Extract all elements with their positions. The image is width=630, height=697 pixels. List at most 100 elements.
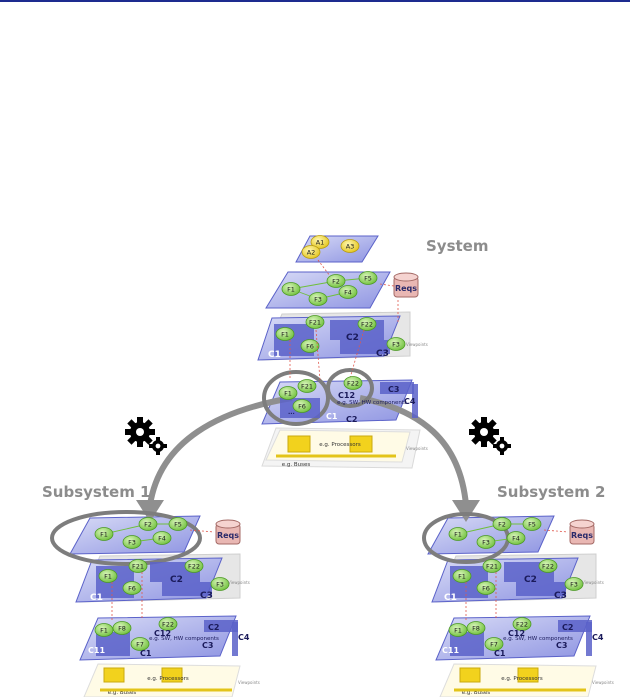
bus-caption: e.g. Buses	[108, 690, 137, 696]
component-label: C12	[338, 391, 355, 400]
function-node	[492, 517, 512, 531]
function-node	[168, 517, 188, 531]
function-node-label: F8	[472, 625, 480, 633]
function-node-label: F7	[490, 641, 498, 649]
processor-box	[161, 667, 183, 683]
processor-box	[349, 435, 373, 453]
component-label: C3	[556, 641, 567, 650]
viewpoint-label: Viewpoints	[582, 580, 604, 585]
function-node-label: F5	[174, 521, 182, 529]
component-label: C1	[140, 649, 152, 658]
function-node-label: F1	[454, 531, 462, 539]
function-node-label: F3	[128, 539, 136, 547]
component-label: C4	[238, 633, 250, 642]
function-node-label: F3	[216, 581, 224, 589]
bus-caption: e.g. Buses	[282, 462, 311, 468]
component-block	[558, 620, 592, 632]
function-node-label: F3	[570, 581, 578, 589]
function-node	[122, 535, 142, 549]
reqs-label: Reqs	[217, 531, 239, 540]
system-label: System	[426, 237, 489, 255]
function-node-label: F1	[287, 286, 295, 294]
selection-ellipse	[326, 368, 374, 408]
function-node-label: F2	[144, 521, 152, 529]
arrow-head-left	[136, 500, 164, 522]
function-node-label: F22	[361, 321, 373, 329]
function-node	[476, 535, 496, 549]
component-label: C11	[442, 646, 459, 655]
function-node	[281, 282, 301, 296]
function-node	[98, 569, 118, 583]
function-node-label: F5	[364, 275, 372, 283]
component-label: C12	[154, 629, 171, 638]
function-node-label: F21	[301, 383, 313, 391]
function-node	[184, 559, 204, 573]
function-node	[482, 559, 502, 573]
component-label: C2	[170, 575, 183, 585]
sw-caption: e.g. SW, HW components	[149, 636, 219, 642]
function-node	[522, 517, 542, 531]
component-label: C2	[524, 575, 537, 585]
viewpoint-label: Viewpoints	[592, 680, 614, 685]
component-label: C2	[208, 623, 219, 632]
reqs-label: Reqs	[571, 531, 593, 540]
reqs-database-top	[393, 272, 419, 282]
function-node	[130, 637, 150, 651]
processor-box	[287, 435, 311, 453]
arrow-head-right	[452, 500, 480, 522]
component-label: C1	[494, 649, 506, 658]
function-node	[278, 386, 298, 400]
function-node-label: F1	[104, 573, 112, 581]
function-node	[128, 559, 148, 573]
function-node-label: F4	[344, 289, 352, 297]
component-block	[516, 582, 566, 596]
function-node-label: F1	[100, 531, 108, 539]
function-node-label: F6	[128, 585, 136, 593]
function-node	[512, 617, 532, 631]
function-node	[305, 315, 325, 329]
reqs-database-top	[215, 519, 241, 529]
function-node-label: F1	[281, 331, 289, 339]
function-node-label: F22	[542, 563, 554, 571]
function-node	[152, 531, 172, 545]
component-label: C3	[376, 349, 389, 359]
trace-link	[315, 329, 321, 381]
component-block	[380, 382, 414, 394]
function-node-label: F1	[100, 627, 108, 635]
function-node-label: F1	[458, 573, 466, 581]
function-node-label: F22	[347, 380, 359, 388]
function-node	[386, 337, 406, 351]
function-node	[357, 317, 377, 331]
component-block	[204, 620, 238, 632]
function-node	[476, 581, 496, 595]
viewpoint-label: Viewpoints	[406, 342, 428, 347]
function-node-label: F7	[136, 641, 144, 649]
function-node-label: F3	[482, 539, 490, 547]
function-node	[564, 577, 584, 591]
component-label: C3	[388, 385, 399, 394]
function-node	[275, 327, 295, 341]
function-node	[538, 559, 558, 573]
function-node	[506, 531, 526, 545]
function-node	[210, 577, 230, 591]
actor-node-label: A2	[307, 249, 316, 257]
function-node	[343, 376, 363, 390]
function-node	[112, 621, 132, 635]
processor-box	[459, 667, 481, 683]
component-block	[412, 384, 418, 418]
function-node-label: F1	[284, 390, 292, 398]
function-node-label: F8	[118, 625, 126, 633]
function-node-label: F22	[162, 621, 174, 629]
top-border	[0, 0, 630, 2]
reqs-label: Reqs	[395, 284, 417, 293]
reqs-database-top	[569, 519, 595, 529]
function-node-label: F3	[314, 296, 322, 304]
component-label: C12	[508, 629, 525, 638]
component-block	[340, 340, 390, 354]
function-node-label: F21	[309, 319, 321, 327]
selection-ellipse	[262, 370, 330, 426]
component-label: C4	[592, 633, 604, 642]
hw-caption: e.g. Processors	[319, 442, 361, 448]
bus-caption: e.g. Buses	[462, 690, 491, 696]
